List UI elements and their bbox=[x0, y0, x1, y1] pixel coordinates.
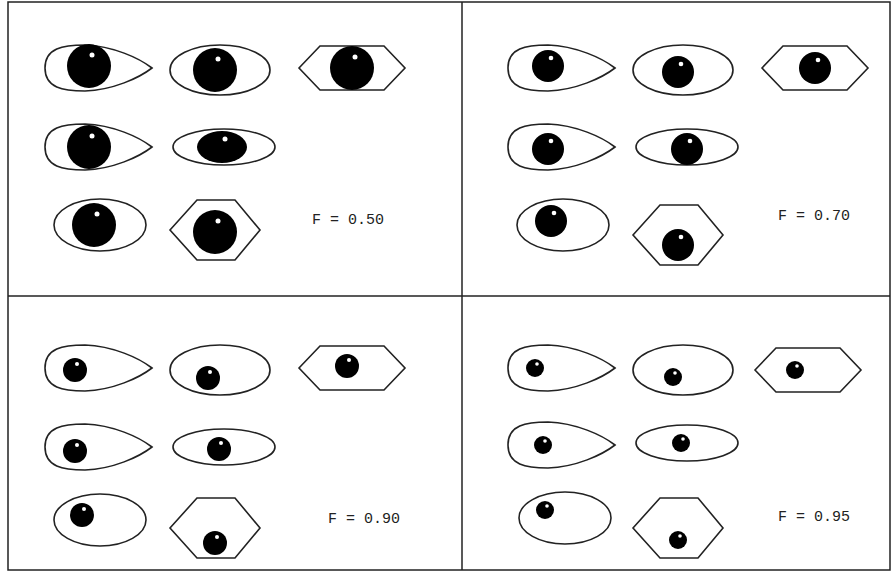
eye-set bbox=[45, 345, 405, 558]
f-value-label: F = 0.70 bbox=[776, 208, 852, 225]
panel-frame bbox=[8, 2, 890, 570]
f-value-label: F = 0.90 bbox=[326, 511, 402, 528]
eye-set bbox=[508, 345, 861, 558]
eye-set bbox=[508, 45, 868, 265]
eye-set bbox=[45, 44, 405, 260]
f-value-label: F = 0.50 bbox=[310, 212, 386, 229]
f-value-label: F = 0.95 bbox=[776, 509, 852, 526]
